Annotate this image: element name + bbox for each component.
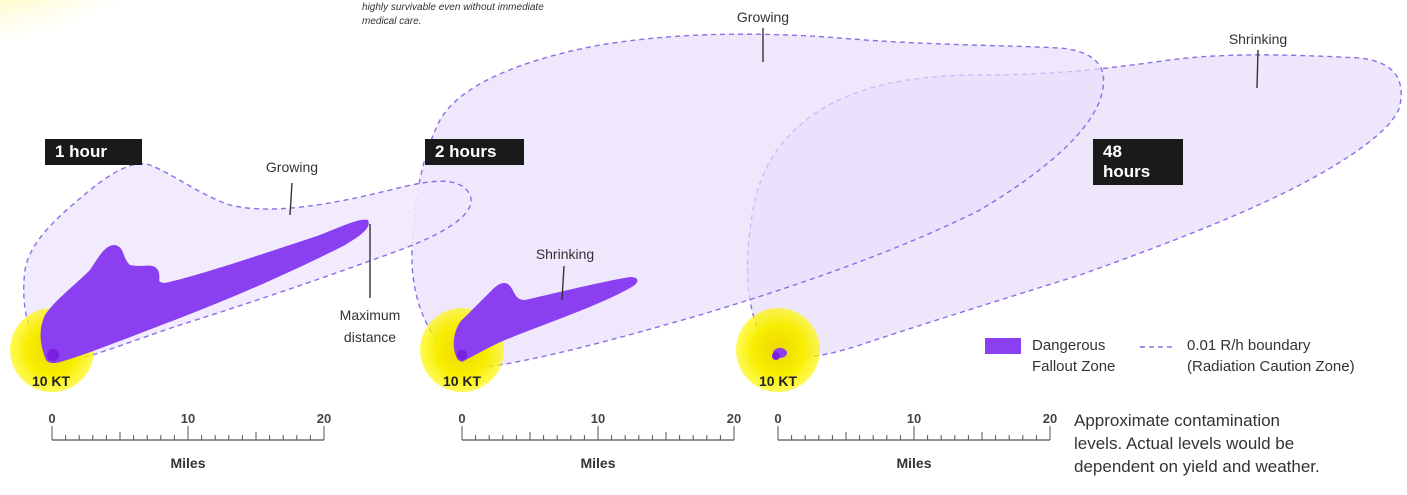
time-label-1h: 1 hour: [45, 139, 142, 165]
annotation-growing-2h: Growing: [737, 9, 789, 25]
legend-boundary-label: 0.01 R/h boundary (Radiation Caution Zon…: [1187, 335, 1355, 377]
top-note: highly survivable even without immediate…: [362, 1, 544, 29]
scale-tick-label: 20: [1043, 411, 1057, 426]
footnote: Approximate contamination levels. Actual…: [1074, 409, 1404, 478]
scale-unit-label: Miles: [896, 455, 931, 471]
callout-growing-1h: [289, 182, 293, 216]
dangerous-zone-1h: [40, 219, 369, 364]
callout-shrinking-48h: [1256, 49, 1259, 89]
top-note-line-1: highly survivable even without immediate: [362, 2, 544, 13]
legend-boundary-line-2: (Radiation Caution Zone): [1187, 358, 1355, 375]
ground-zero-1h: [47, 349, 59, 361]
legend-dangerous-swatch: [985, 338, 1021, 354]
yield-label-2h: 10 KT: [443, 373, 482, 389]
top-note-line-2: medical care.: [362, 16, 422, 27]
caution-zone-2h: [411, 33, 1105, 370]
annotation-shrinking-2h: Shrinking: [536, 246, 594, 262]
scale-tick-label: 10: [591, 411, 605, 426]
ground-zero-2h: [457, 350, 467, 360]
legend-boundary-line-1: 0.01 R/h boundary: [1187, 337, 1311, 354]
footnote-line-2: levels. Actual levels would be: [1074, 434, 1295, 453]
time-label-48h: 48 hours: [1093, 139, 1183, 185]
dangerous-zone-2h: [453, 277, 638, 362]
scale-tick-label: 10: [181, 411, 195, 426]
scale-tick-label: 0: [774, 411, 781, 426]
scale-tick-label: 0: [48, 411, 55, 426]
scale-tick-label: 20: [727, 411, 741, 426]
scale-unit-label: Miles: [170, 455, 205, 471]
top-left-glow: [0, 0, 224, 55]
footnote-line-1: Approximate contamination: [1074, 411, 1281, 430]
annotation-shrinking-48h: Shrinking: [1229, 31, 1287, 47]
ground-zero-48h: [772, 352, 780, 360]
annotation-distance: distance: [344, 329, 396, 345]
yield-label-48h: 10 KT: [759, 373, 798, 389]
annotation-growing-1h: Growing: [266, 159, 318, 175]
callout-shrinking-2h: [561, 265, 565, 301]
legend-dangerous-line-1: Dangerous: [1032, 337, 1106, 354]
scale-tick-label: 0: [458, 411, 465, 426]
time-label-2h: 2 hours: [425, 139, 524, 165]
footnote-line-3: dependent on yield and weather.: [1074, 457, 1320, 476]
scale-unit-label: Miles: [580, 455, 615, 471]
legend-dangerous-label: Dangerous Fallout Zone: [1032, 335, 1115, 377]
annotation-maximum: Maximum: [340, 307, 401, 323]
scale-tick-label: 10: [907, 411, 921, 426]
legend-dangerous-line-2: Fallout Zone: [1032, 358, 1116, 375]
scale-tick-label: 20: [317, 411, 331, 426]
yield-label-1h: 10 KT: [32, 373, 71, 389]
